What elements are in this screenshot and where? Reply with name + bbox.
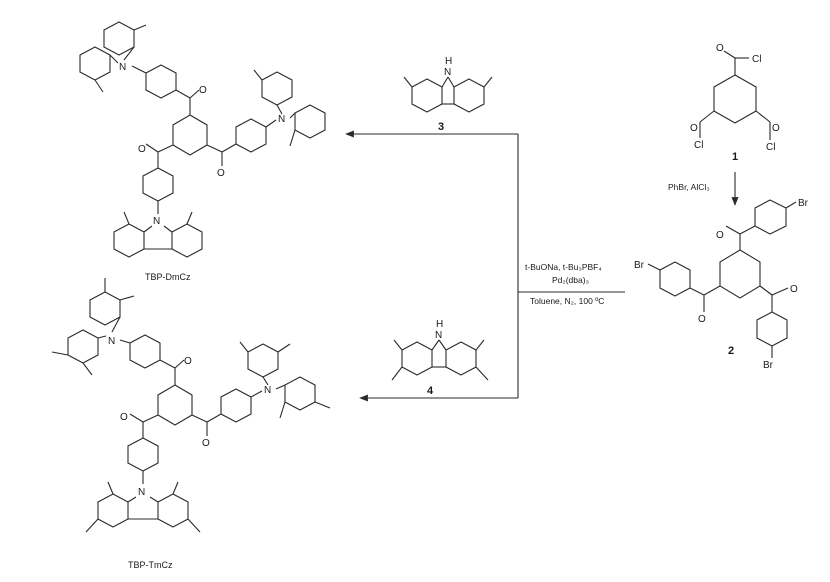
compound-number: 3: [438, 121, 444, 133]
oxygen-label: O: [120, 412, 128, 423]
step2-conditions-line1: t-BuONa, t-Bu₃PBF₄: [525, 262, 602, 272]
step1-conditions: PhBr, AlCl₃: [668, 182, 710, 192]
hydrogen-label: H: [445, 56, 452, 67]
oxygen-label: O: [202, 438, 210, 449]
nitrogen-label: N: [264, 385, 271, 396]
bromine-label: Br: [798, 198, 809, 209]
oxygen-label: O: [690, 123, 698, 134]
compound-2: Br O Br O Br O 2: [634, 198, 809, 371]
compound-name: TBP-TmCz: [128, 560, 173, 570]
nitrogen-label: N: [444, 67, 451, 78]
chlorine-label: Cl: [752, 54, 761, 65]
nitrogen-label: N: [435, 330, 442, 341]
compound-number: 1: [732, 151, 738, 163]
chlorine-label: Cl: [766, 142, 775, 153]
chlorine-label: Cl: [694, 140, 703, 151]
benzene-ring: [713, 74, 757, 124]
oxygen-label: O: [217, 168, 225, 179]
bromine-label: Br: [763, 360, 774, 371]
compound-number: 4: [427, 385, 434, 397]
oxygen-label: O: [138, 144, 146, 155]
compound-number: 2: [728, 345, 734, 357]
step2-conditions-line3: Toluene, N₂, 100 ºC: [530, 296, 604, 306]
benzene-ring: [719, 249, 761, 299]
oxygen-label: O: [716, 43, 724, 54]
oxygen-label: O: [199, 85, 207, 96]
nitrogen-label: N: [153, 216, 160, 227]
compound-name: TBP-DmCz: [145, 272, 191, 282]
nitrogen-label: N: [108, 336, 115, 347]
nitrogen-label: N: [119, 62, 126, 73]
oxygen-label: O: [772, 123, 780, 134]
oxygen-label: O: [716, 230, 724, 241]
compound-3: N H 3: [403, 56, 493, 133]
oxygen-label: O: [698, 314, 706, 325]
step2-conditions-line2: Pd₂(dba)₃: [552, 275, 589, 285]
compound-4: N H 4: [391, 319, 489, 397]
oxygen-label: O: [790, 284, 798, 295]
nitrogen-label: N: [278, 114, 285, 125]
oxygen-label: O: [184, 356, 192, 367]
hydrogen-label: H: [436, 319, 443, 330]
compound-1: O Cl O Cl O Cl 1: [690, 43, 780, 163]
compound-tbp-tmcz: O N O N O N: [51, 278, 331, 570]
nitrogen-label: N: [138, 487, 145, 498]
bromine-label: Br: [634, 260, 645, 271]
compound-tbp-dmcz: O N O N O N: [79, 21, 326, 282]
